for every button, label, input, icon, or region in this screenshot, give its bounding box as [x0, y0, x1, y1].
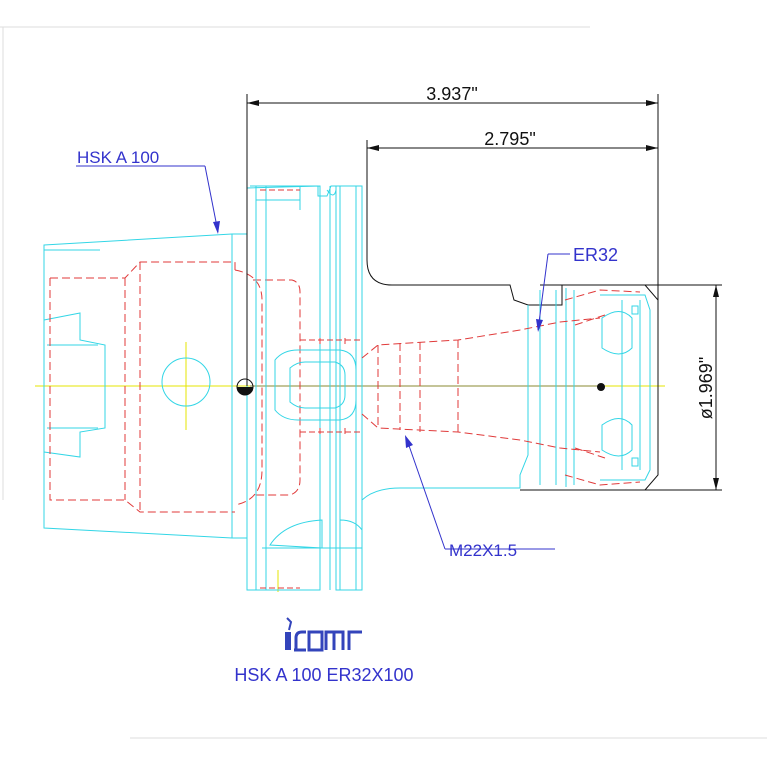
part-number-label: HSK A 100 ER32X100	[234, 665, 413, 685]
chuck-body-outline	[366, 186, 659, 491]
centerline	[35, 342, 665, 592]
flange-hidden-lines	[260, 189, 360, 589]
chuck-outline	[361, 288, 651, 501]
dimension-arrowheads	[247, 100, 719, 490]
collet-callout: ER32	[573, 245, 618, 265]
hsk-shank-outline	[43, 233, 248, 539]
dimension-lines	[246, 94, 722, 491]
callout-arrowheads	[213, 221, 543, 448]
sheet-border	[0, 26, 767, 739]
hsk-hidden-lines	[49, 261, 301, 513]
axis-markers	[236, 378, 605, 396]
overall-length-dimension: 3.937"	[426, 84, 477, 104]
shank-callout: HSK A 100	[77, 148, 159, 167]
iscar-logo	[285, 617, 362, 652]
thread-callout: M22X1.5	[449, 541, 517, 560]
callout-leaders	[76, 165, 570, 550]
flange-outline	[246, 185, 363, 591]
bore-hidden-lines	[361, 289, 641, 486]
nose-diameter-dimension: ø1.969"	[696, 357, 716, 419]
collet-length-dimension: 2.795"	[484, 129, 535, 149]
